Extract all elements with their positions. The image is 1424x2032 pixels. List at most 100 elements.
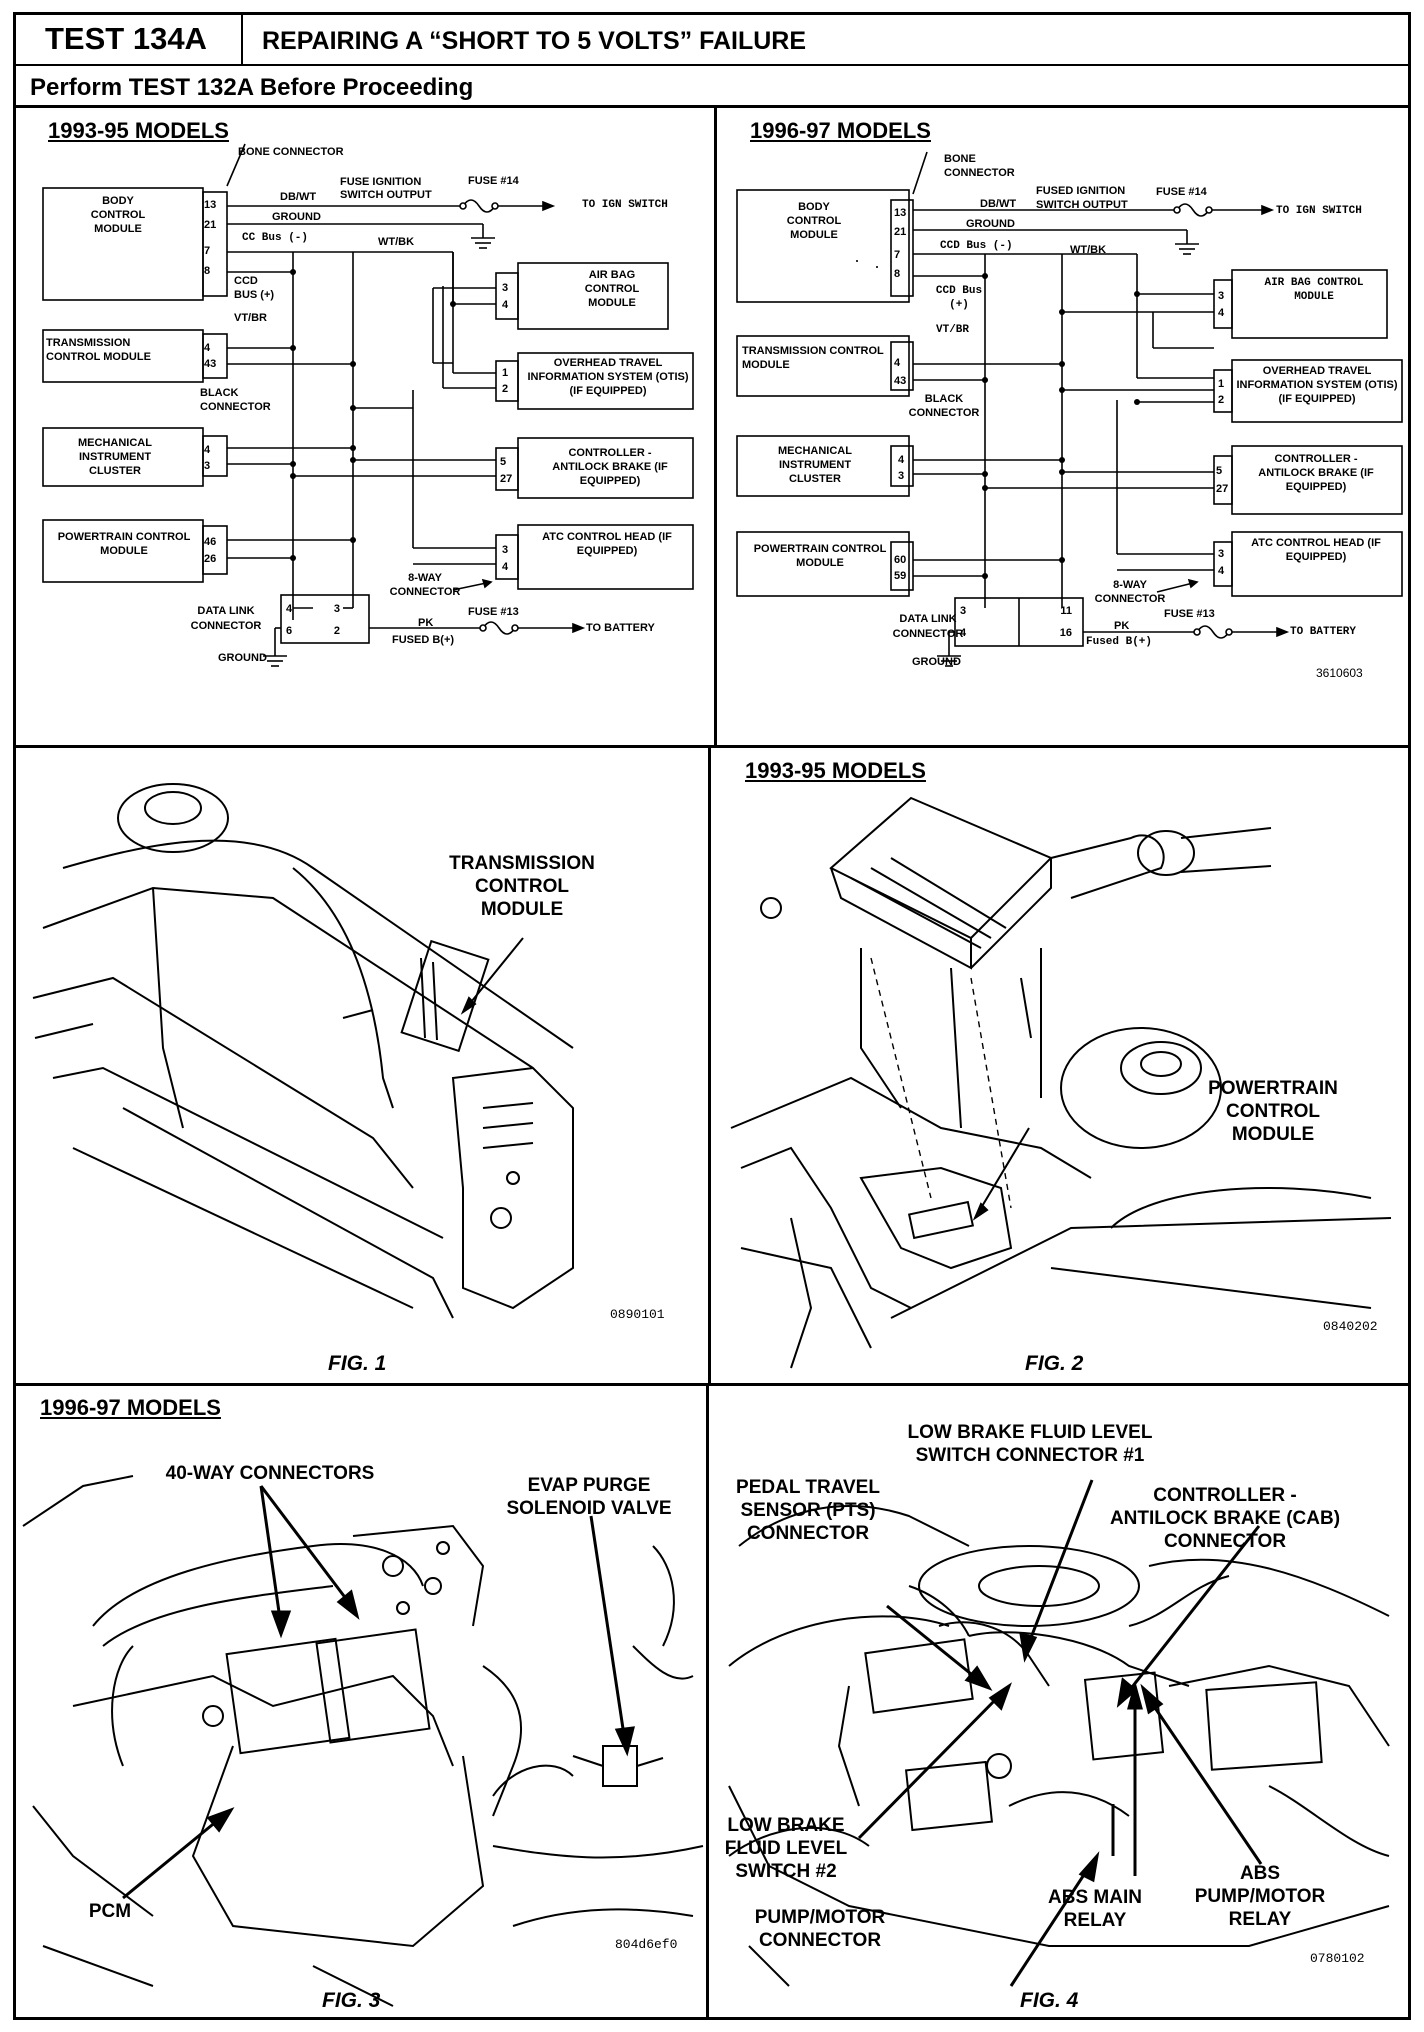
otis-pins-box [495,360,519,402]
left-bone-connector-label: BONE CONNECTOR [238,146,344,158]
right-mic-pins: 4 3 [898,452,904,484]
right-pk-label: PK [1114,620,1130,632]
left-otis-pins: 1 2 [502,365,508,397]
pin: 13 [894,207,907,219]
fig2-illustration [730,796,1392,1369]
pin: 4 [204,342,211,354]
divider-top-vertical [714,108,717,748]
left-bcm-pins: 13 21 7 8 [204,195,216,281]
fig3-heading: 1996-97 MODELS [40,1395,221,1420]
right-bcm-label: BODY CONTROL MODULE [786,201,842,241]
left-ccd-plus-label: CCD BUS (+) [234,275,275,301]
tcm-box [736,335,910,397]
pin: 21 [894,226,907,238]
right-black-connector-label: BLACK CONNECTOR [908,393,980,419]
subtitle: Perform TEST 132A Before Proceeding [30,74,474,101]
divider-bottom-vertical [706,1386,709,2020]
right-fuse14-label: FUSE #14 [1156,186,1207,198]
wiring-right-heading: 1996-97 MODELS [750,118,931,143]
left-airbag-label: AIR BAG CONTROL MODULE [584,269,640,309]
right-ccd-minus-label: CCD Bus (-) [940,240,1013,252]
fig4-callout-cab: CONTROLLER - ANTILOCK BRAKE (CAB) CONNEC… [1109,1485,1341,1552]
right-cab-label: CONTROLLER - ANTILOCK BRAKE (IF EQUIPPED… [1258,453,1374,493]
pin: 4 [204,444,211,456]
left-dbwt-label: DB/WT [280,191,317,203]
pin: 1 [502,367,509,379]
pin: 16 [1059,627,1072,639]
fig3-caption: FIG. 3 [322,1989,381,2012]
subtitle-row [13,66,1411,108]
pin: 4 [1218,307,1225,319]
fig2-heading: 1993-95 MODELS [745,758,926,783]
fig3-callout-connectors: 40-WAY CONNECTORS [165,1463,375,1484]
left-black-connector-label: BLACK CONNECTOR [200,387,271,413]
cab-pins-box [495,447,519,491]
dlc-box [280,594,370,644]
bcm-box [736,189,910,303]
fig4-callout-pump: PUMP/MOTOR CONNECTOR [754,1907,886,1951]
pin: 4 [1218,565,1225,577]
left-fusedb-label: FUSED B(+) [392,634,455,646]
fig2-callout-pcm: POWERTRAIN CONTROL MODULE [1208,1078,1338,1145]
divider-row1 [13,745,1411,748]
right-otis-pins: 1 2 [1218,376,1224,408]
right-to-ign-label: TO IGN SWITCH [1276,205,1362,217]
left-mic-pins: 4 3 [204,442,210,474]
pin: 4 [286,603,293,615]
divider-row2 [13,1383,1411,1386]
left-tcm-label: TRANSMISSION CONTROL MODULE [46,337,151,363]
left-dlc-pins: 4 3 6 2 [286,598,356,642]
left-fuse-ign-label: FUSE IGNITION SWITCH OUTPUT [340,176,432,201]
pin: 4 [960,627,967,639]
right-vtbr-label: VT/BR [936,324,970,336]
pin: 26 [204,553,217,565]
fig4-code: 0780102 [1310,1951,1365,1966]
right-fuse-ign-label: FUSED IGNITION SWITCH OUTPUT [1036,185,1128,211]
left-pcm-label: POWERTRAIN CONTROL MODULE [57,531,191,557]
left-ground-label: GROUND [272,211,321,223]
right-code: 3610603 [1316,666,1363,680]
left-bcm-label: BODY CONTROL MODULE [90,195,146,235]
pcm-box [736,531,910,597]
header-row [13,12,1411,66]
right-atc-pins: 3 4 [1218,546,1224,580]
left-dlc-label: DATA LINK CONNECTOR [190,605,262,632]
left-mic-label: MECHANICAL INSTRUMENT CLUSTER [78,437,152,477]
right-fusedb-label: Fused B(+) [1086,636,1153,648]
right-dlc-label: DATA LINK CONNECTOR [892,613,964,640]
fig2-code: 0840202 [1323,1319,1378,1334]
pin: 2 [502,383,509,395]
right-to-battery-label: TO BATTERY [1290,626,1357,638]
right-wtbk-label: WT/BK [1070,244,1107,256]
pin: 8 [894,268,901,280]
left-ground-bottom-label: GROUND [218,652,267,664]
pin: 3 [333,603,340,615]
tcm-pins-box [202,333,228,379]
airbag-pins-box [495,272,519,320]
right-atc-label: ATC CONTROL HEAD (IF EQUIPPED) [1251,537,1381,563]
left-fuse13-label: FUSE #13 [468,606,519,618]
right-cab-pins: 5 27 [1216,462,1228,498]
right-airbag-label: AIR BAG CONTROL MODULE [1264,277,1364,303]
junction-dots [290,269,456,561]
pin: 4 [898,454,905,466]
test-title: REPAIRING A “SHORT TO 5 VOLTS” FAILURE [262,27,807,55]
pin: 60 [894,554,907,566]
right-ground-bottom-label: GROUND [912,656,961,668]
right-pcm-label: POWERTRAIN CONTROL MODULE [753,543,887,569]
left-cab-pins: 5 27 [500,454,512,488]
test-id: TEST 134A [13,12,243,66]
left-8way-label: 8-WAY CONNECTOR [389,572,461,598]
pin: 1 [1218,378,1225,390]
fig4-illustration [728,1479,1390,1987]
fig4-callout-absmain: ABS MAIN RELAY [1048,1887,1142,1931]
left-airbag-pins: 3 4 [502,280,508,314]
pin: 8 [204,265,211,277]
pin: 4 [502,561,509,573]
fig4-callout-pts: PEDAL TRAVEL SENSOR (PTS) CONNECTOR [736,1477,880,1544]
right-fuse13-label: FUSE #13 [1164,608,1215,620]
pin: 3 [1218,290,1225,302]
wiring-diagram-left [42,143,694,667]
pin: 11 [1060,605,1072,617]
mic-pins-box [202,435,228,477]
